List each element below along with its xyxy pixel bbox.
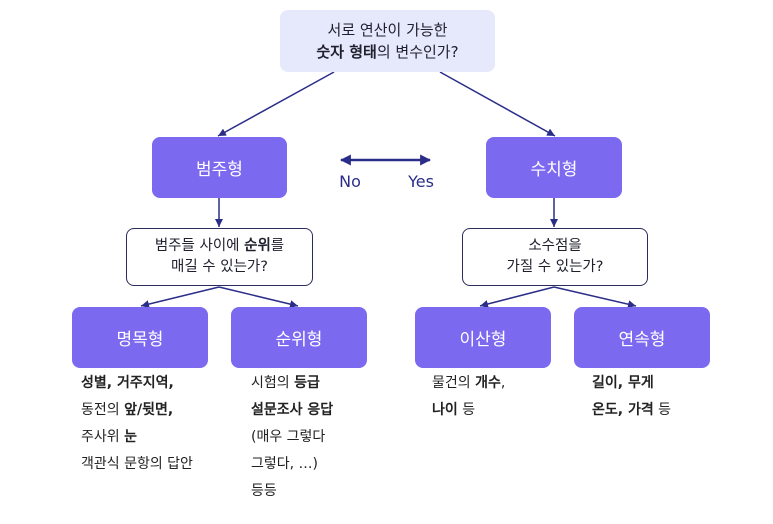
example-text: 온도, 가격 xyxy=(592,402,654,418)
example-text: 눈 xyxy=(124,429,137,445)
root-question-line-2: 숫자 형태의 변수인가? xyxy=(316,41,458,63)
ordinal-examples: 시험의 등급 설문조사 응답 (매우 그렇다 그렇다, …) 등등 xyxy=(251,370,333,505)
example-text: 등 xyxy=(457,402,476,418)
example-line: 등등 xyxy=(251,478,333,505)
example-line: 성별, 거주지역, xyxy=(81,370,193,397)
root-question-box: 서로 연산이 가능한 숫자 형태의 변수인가? xyxy=(280,10,495,72)
example-line: 설문조사 응답 xyxy=(251,397,333,424)
categorical-question-pre: 범주들 사이에 xyxy=(154,238,245,254)
categorical-box: 범주형 xyxy=(152,137,287,198)
example-text: 시험의 xyxy=(251,375,295,391)
numerical-box: 수치형 xyxy=(486,137,622,198)
arrow-question-to-ordinal xyxy=(218,286,299,309)
example-text: 개수 xyxy=(475,375,501,391)
arrow-root-to-numerical xyxy=(439,71,556,137)
example-text: 앞/뒷면, xyxy=(124,402,174,418)
example-line: 나이 등 xyxy=(432,397,505,424)
example-text: 성별, 거주지역, xyxy=(81,375,174,391)
categorical-question-line-1: 범주들 사이에 순위를 xyxy=(155,236,284,257)
categorical-label: 범주형 xyxy=(196,160,243,180)
example-line: (매우 그렇다 xyxy=(251,424,333,451)
branch-label-no: No xyxy=(339,172,361,191)
categorical-question-box: 범주들 사이에 순위를 매길 수 있는가? xyxy=(126,228,313,286)
example-text: 그렇다, …) xyxy=(251,456,319,472)
example-line: 길이, 무게 xyxy=(592,370,671,397)
example-text: 물건의 xyxy=(432,375,476,391)
numerical-question-line-1: 소수점을 xyxy=(528,238,582,254)
example-text: 설문조사 응답 xyxy=(251,402,334,418)
numerical-label: 수치형 xyxy=(530,160,578,180)
example-line: 주사위 눈 xyxy=(81,424,193,451)
arrow-question-to-discrete xyxy=(479,286,555,308)
example-text: 객관식 문항의 답안 xyxy=(81,456,193,472)
example-text: 길이, 무게 xyxy=(592,375,654,391)
example-line: 동전의 앞/뒷면, xyxy=(81,397,193,424)
example-text: 나이 xyxy=(432,402,458,418)
continuous-label: 연속형 xyxy=(618,330,666,350)
discrete-label: 이산형 xyxy=(459,330,507,350)
ordinal-box: 순위형 xyxy=(231,307,367,368)
nominal-label: 명목형 xyxy=(116,330,164,350)
example-text: (매우 그렇다 xyxy=(251,429,326,445)
root-question-line-1: 서로 연산이 가능한 xyxy=(327,21,448,39)
example-line: 객관식 문항의 답안 xyxy=(81,451,193,478)
categorical-question-emphasis: 순위 xyxy=(244,238,271,254)
continuous-examples: 길이, 무게 온도, 가격 등 xyxy=(592,370,671,424)
nominal-examples: 성별, 거주지역, 동전의 앞/뒷면, 주사위 눈 객관식 문항의 답안 xyxy=(81,370,193,478)
arrow-question-to-continuous xyxy=(553,286,637,309)
arrow-root-to-categorical xyxy=(217,71,335,137)
example-text: 등급 xyxy=(294,375,320,391)
nominal-box: 명목형 xyxy=(72,307,208,368)
categorical-question-line-2: 매길 수 있는가? xyxy=(171,259,268,275)
root-question-emphasis: 숫자 형태 xyxy=(316,43,377,61)
numerical-question-box: 소수점을 가질 수 있는가? xyxy=(462,228,648,286)
categorical-question-post: 를 xyxy=(270,238,285,254)
ordinal-label: 순위형 xyxy=(275,330,323,350)
example-text: 등 xyxy=(653,402,672,418)
numerical-question-line-2: 가질 수 있는가? xyxy=(506,259,604,275)
example-text: 등등 xyxy=(251,483,277,499)
continuous-box: 연속형 xyxy=(574,307,710,368)
discrete-box: 이산형 xyxy=(415,307,551,368)
example-line: 물건의 개수, xyxy=(432,370,505,397)
example-line: 온도, 가격 등 xyxy=(592,397,671,424)
branch-label-yes: Yes xyxy=(408,172,434,191)
example-line: 그렇다, …) xyxy=(251,451,333,478)
example-text: 동전의 xyxy=(81,402,125,418)
example-line: 시험의 등급 xyxy=(251,370,333,397)
discrete-examples: 물건의 개수, 나이 등 xyxy=(432,370,505,424)
arrow-question-to-nominal xyxy=(140,286,220,308)
root-question-rest: 의 변수인가? xyxy=(376,43,459,61)
example-text: , xyxy=(500,375,506,391)
example-text: 주사위 xyxy=(81,429,125,445)
